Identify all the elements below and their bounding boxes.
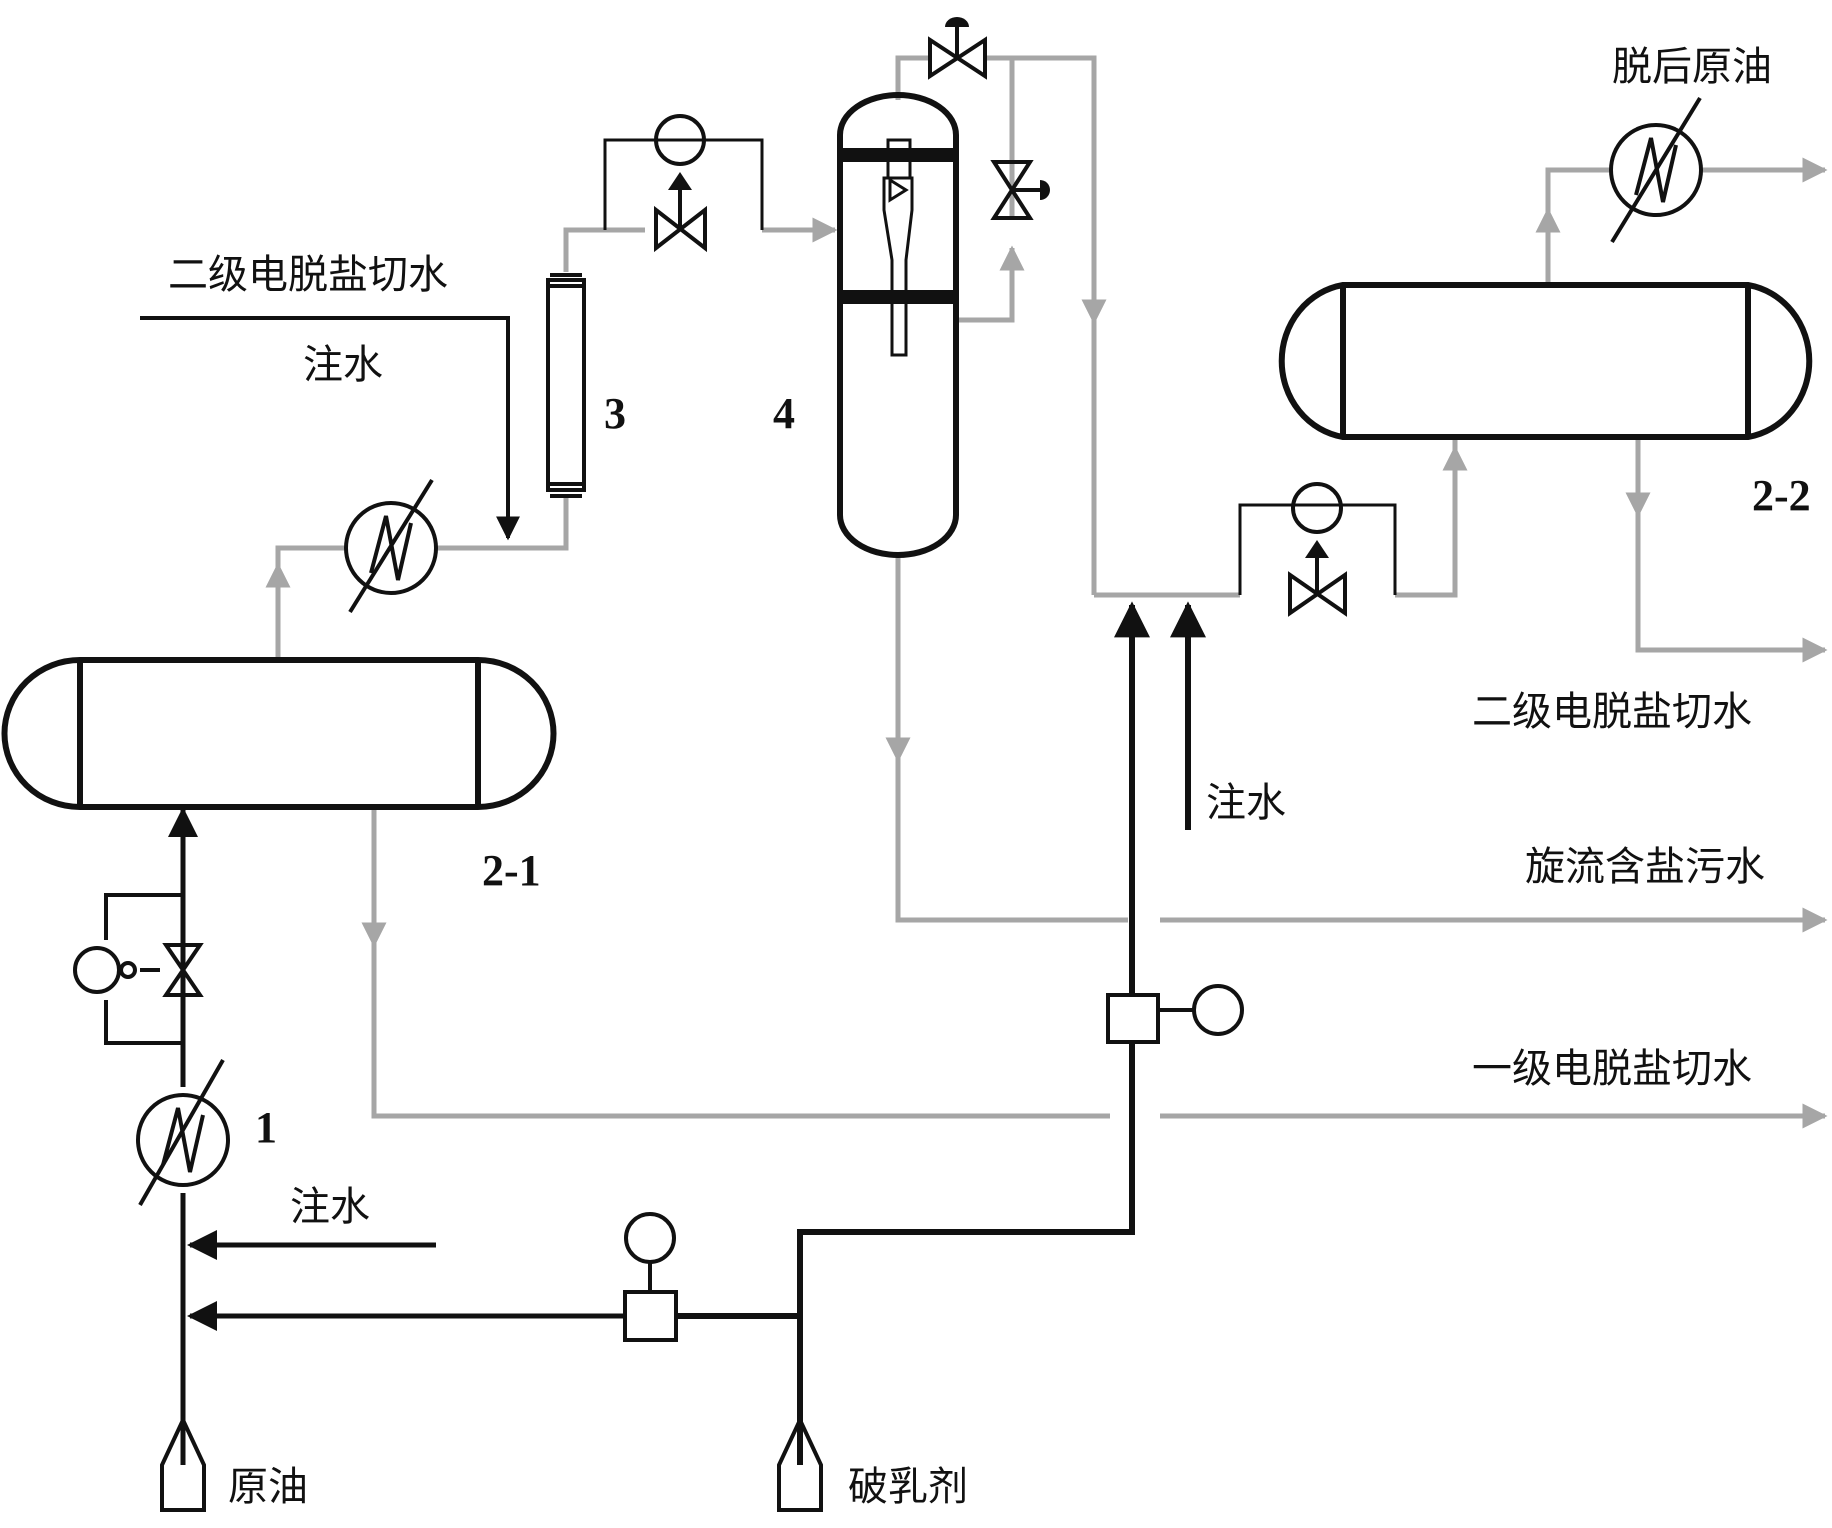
label-secondary-cut-water-out: 二级电脱盐切水 (1472, 689, 1752, 735)
label-equipment-3: 3 (604, 389, 626, 438)
cyclone-separator-4 (837, 92, 959, 558)
demulsifier-main-line (797, 1042, 1135, 1465)
line-exchanger-to-mixer (436, 498, 569, 551)
desalter-2-2 (1278, 282, 1813, 440)
heat-exchanger-1 (136, 1059, 230, 1206)
metering-pump-demulsifier-crude (623, 1212, 678, 1342)
metering-pump-demulsifier-2 (1106, 984, 1244, 1044)
water-lines (265, 55, 1828, 1129)
label-crude-oil: 原油 (228, 1464, 308, 1510)
heat-exchanger-top-right (1609, 96, 1703, 244)
demulsifier-tank (777, 1415, 823, 1512)
label-inject-water-top: 注水 (303, 342, 383, 388)
label-primary-cut-water: 一级电脱盐切水 (1472, 1046, 1752, 1092)
label-inject-water-bottom: 注水 (290, 1184, 370, 1230)
line-to-exchanger-top (275, 545, 346, 565)
label-secondary-cut-water-in: 二级电脱盐切水 (168, 252, 448, 298)
label-cyclone-wastewater: 旋流含盐污水 (1525, 844, 1765, 890)
control-valve-desalter2 (1288, 482, 1347, 617)
cyclone-side-outlet (958, 255, 1015, 323)
label-desalted-crude: 脱后原油 (1612, 44, 1772, 90)
label-demulsifier: 破乳剂 (848, 1464, 968, 1510)
black-lines (104, 138, 1397, 1465)
label-equipment-4: 4 (773, 389, 795, 438)
heat-exchanger-top-left (344, 478, 438, 614)
label-equipment-1: 1 (255, 1103, 277, 1152)
desalter2-oil-outlet (1545, 167, 1612, 285)
cyclone-overflow-line (985, 55, 1097, 595)
cyclone-wastewater-line (895, 555, 1128, 923)
crude-valve-bypass (104, 893, 183, 940)
desalter-2-1 (1, 657, 557, 810)
line-mixer-to-valve (563, 227, 645, 272)
valve-cyclone-side (990, 160, 1050, 220)
label-inject-water-middle: 注水 (1206, 780, 1286, 826)
mixer-valve-bypass (603, 138, 764, 230)
recycle-water-line (140, 316, 520, 541)
control-valve-mixer (654, 114, 707, 253)
static-mixer-3 (546, 273, 586, 498)
desalter2-valve-bypass (1238, 503, 1397, 595)
line-valve-to-desalter2 (1395, 440, 1458, 598)
valve-cyclone-top (928, 17, 987, 80)
label-equipment-2-2: 2-2 (1752, 471, 1811, 520)
crude-oil-tank (160, 1415, 206, 1512)
text-labels: 二级电脱盐切水 注水 注水 注水 脱后原油 二级电脱盐切水 旋流含盐污水 一级电… (168, 44, 1811, 1510)
label-equipment-2-1: 2-1 (482, 846, 541, 895)
cyclone-top-outlet (895, 55, 930, 100)
control-valve-crude (73, 943, 204, 997)
